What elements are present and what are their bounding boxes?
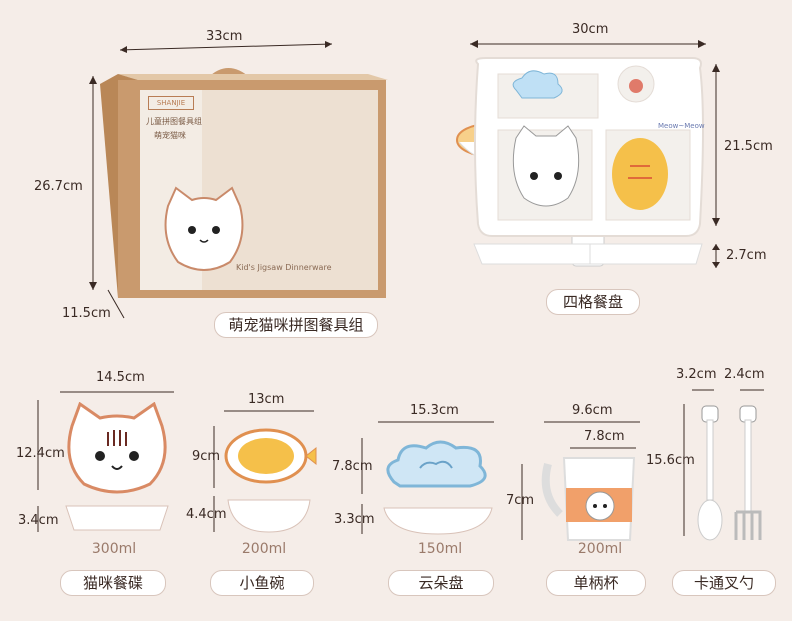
cat-plate — [67, 402, 167, 494]
cloud-label: 云朵盘 — [388, 570, 494, 596]
bowl-depth: 4.4cm — [186, 507, 227, 522]
bowl-label: 小鱼碗 — [210, 570, 314, 596]
tray-depth: 2.7cm — [726, 248, 767, 263]
plate-capacity: 300ml — [91, 541, 137, 557]
plate-label: 猫咪餐碟 — [60, 570, 166, 596]
cloud-capacity: 150ml — [417, 541, 463, 557]
tray-height: 21.5cm — [724, 139, 773, 154]
cloud-plate — [386, 440, 487, 488]
tray-side-view — [473, 243, 703, 265]
cutlery-label: 卡通叉勺 — [672, 570, 776, 596]
box-height: 26.7cm — [34, 179, 83, 194]
cloud-width: 15.3cm — [410, 403, 459, 418]
plate-depth: 3.4cm — [18, 513, 59, 528]
package-title: 儿童拼图餐具组 — [146, 117, 202, 126]
plate-width: 14.5cm — [96, 370, 145, 385]
four-compartment-tray: Meow~Meow — [474, 57, 705, 237]
tray-label: 四格餐盘 — [546, 289, 640, 315]
brand-logo: SHANJIE — [148, 96, 194, 110]
cat-plate-side — [65, 505, 169, 531]
cup-capacity: 200ml — [577, 541, 623, 557]
cloud-plate-side — [383, 507, 493, 535]
bowl-capacity: 200ml — [241, 541, 287, 557]
box-cat-plate — [164, 186, 244, 271]
single-handle-cup — [541, 457, 636, 541]
bowl-width: 13cm — [248, 392, 285, 407]
spoon-width: 3.2cm — [676, 367, 717, 382]
box-depth: 11.5cm — [62, 306, 111, 321]
fork-width: 2.4cm — [724, 367, 765, 382]
box-label: 萌宠猫咪拼图餐具组 — [214, 312, 378, 338]
cloud-depth: 3.3cm — [334, 512, 375, 527]
bowl-height: 9cm — [192, 449, 221, 464]
cartoon-spoon-fork — [697, 405, 762, 541]
gift-box: SHANJIE 儿童拼图餐具组 萌宠猫咪 Kid's Jigsaw Dinner… — [98, 60, 631, 300]
fish-bowl — [224, 428, 317, 484]
tray-width: 30cm — [572, 22, 609, 37]
fish-bowl-side — [227, 499, 311, 533]
package-caption: Kid's Jigsaw Dinnerware — [236, 263, 332, 272]
box-width: 33cm — [206, 29, 243, 44]
package-subtitle: 萌宠猫咪 — [154, 131, 186, 140]
cloud-height: 7.8cm — [332, 459, 373, 474]
cup-label: 单柄杯 — [546, 570, 646, 596]
plate-height: 12.4cm — [16, 446, 65, 461]
cup-width: 9.6cm — [572, 403, 613, 418]
cup-inner-width: 7.8cm — [584, 429, 625, 444]
cup-height: 7cm — [506, 493, 535, 508]
cutlery-height: 15.6cm — [646, 453, 695, 468]
tray-script: Meow~Meow — [658, 122, 705, 130]
